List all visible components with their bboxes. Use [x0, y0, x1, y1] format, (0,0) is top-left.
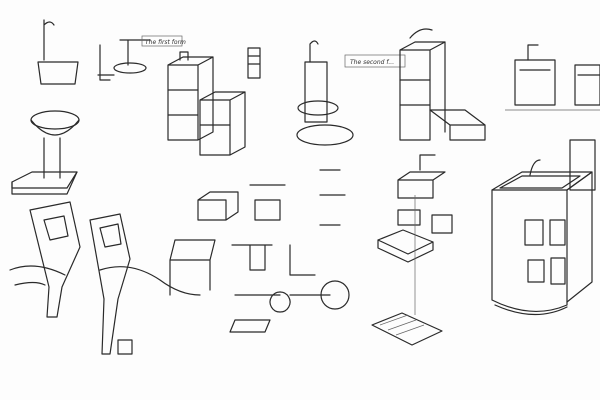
sketch-faucet-stand: The first form — [97, 35, 186, 81]
sketch-wall-sink — [11, 19, 80, 195]
sketch-tall-unit — [399, 28, 486, 141]
sketch-exploded-sink — [371, 154, 453, 346]
sketch-handheld — [9, 201, 216, 355]
sketch-stacked-sink — [167, 47, 261, 156]
sketch-elevation — [505, 44, 600, 111]
sketch-cube-sink — [491, 139, 596, 316]
annotation-first-form: The first form — [145, 39, 186, 46]
sketch-details — [197, 169, 350, 333]
annotation-second-form: The second f... — [350, 59, 394, 66]
sketch-tiered-sink: The second f... — [296, 40, 406, 146]
